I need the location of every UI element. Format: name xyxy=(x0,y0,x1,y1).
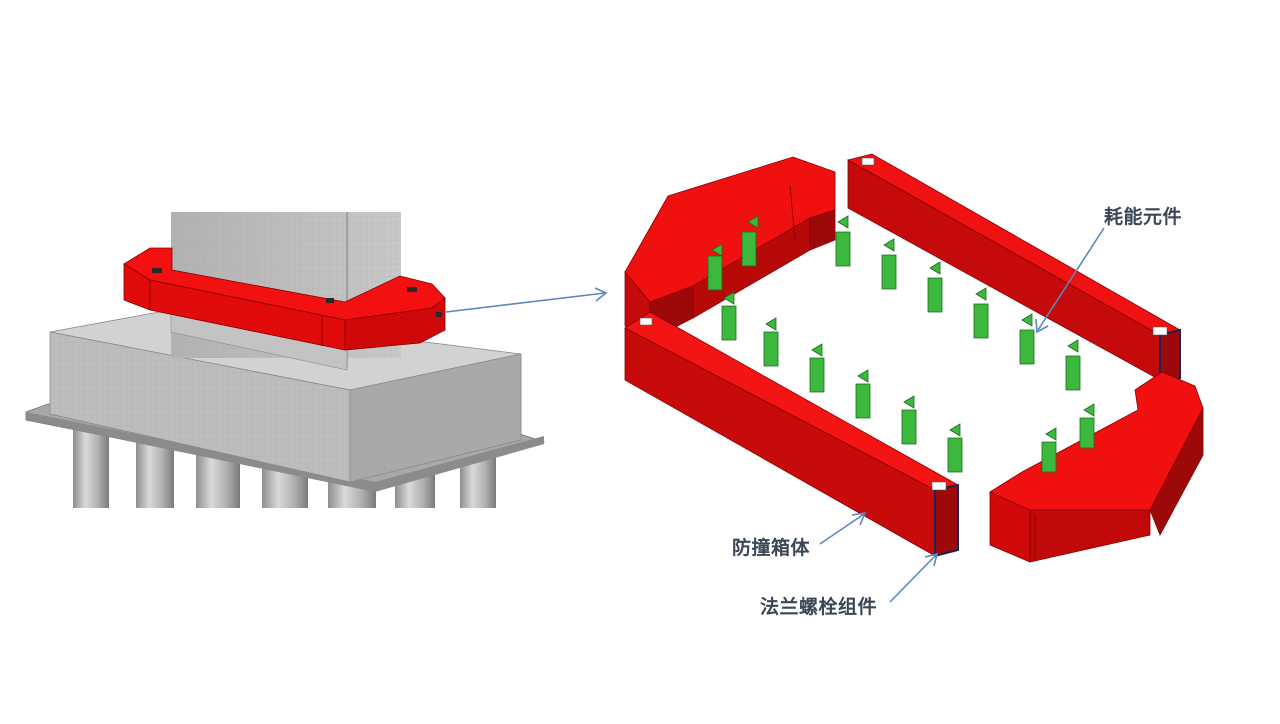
pier-box-side xyxy=(344,297,446,351)
label-flange-bolt: 法兰螺栓组件 xyxy=(760,596,878,618)
pier-collision-box xyxy=(123,247,446,351)
exploded-view xyxy=(624,153,1204,603)
callout-arrows xyxy=(819,227,1105,603)
energy-element xyxy=(1041,427,1057,473)
energy-elements xyxy=(707,215,1095,473)
energy-element xyxy=(1065,339,1081,391)
energy-element xyxy=(881,238,897,290)
energy-element xyxy=(973,287,989,339)
energy-element xyxy=(1019,313,1035,365)
box-segment-back-left xyxy=(624,156,836,341)
energy-element xyxy=(1079,403,1095,449)
link-arrow xyxy=(445,292,606,313)
energy-element xyxy=(763,317,779,367)
label-collision-box: 防撞箱体 xyxy=(732,537,811,559)
energy-element xyxy=(947,423,963,473)
label-energy-element: 耗能元件 xyxy=(1104,206,1183,228)
link-arrow-head xyxy=(594,287,608,302)
pile xyxy=(136,440,174,508)
energy-element xyxy=(901,395,917,445)
base-plate-edge xyxy=(26,412,544,492)
energy-element xyxy=(721,291,737,341)
pile xyxy=(73,430,109,508)
callout-arrow-box xyxy=(819,513,865,545)
energy-element xyxy=(835,215,851,267)
energy-element xyxy=(741,215,759,267)
energy-element xyxy=(855,369,871,419)
energy-element xyxy=(809,343,825,393)
box-segment-back-right xyxy=(846,153,1182,384)
pier-assembly-view xyxy=(25,212,546,508)
callout-arrow-flange xyxy=(889,554,937,603)
callout-arrow-energy xyxy=(1037,227,1105,331)
box-segment-front-left xyxy=(624,311,960,558)
box-segment-front-right xyxy=(989,371,1204,563)
energy-element xyxy=(707,243,723,291)
energy-element xyxy=(927,261,943,313)
